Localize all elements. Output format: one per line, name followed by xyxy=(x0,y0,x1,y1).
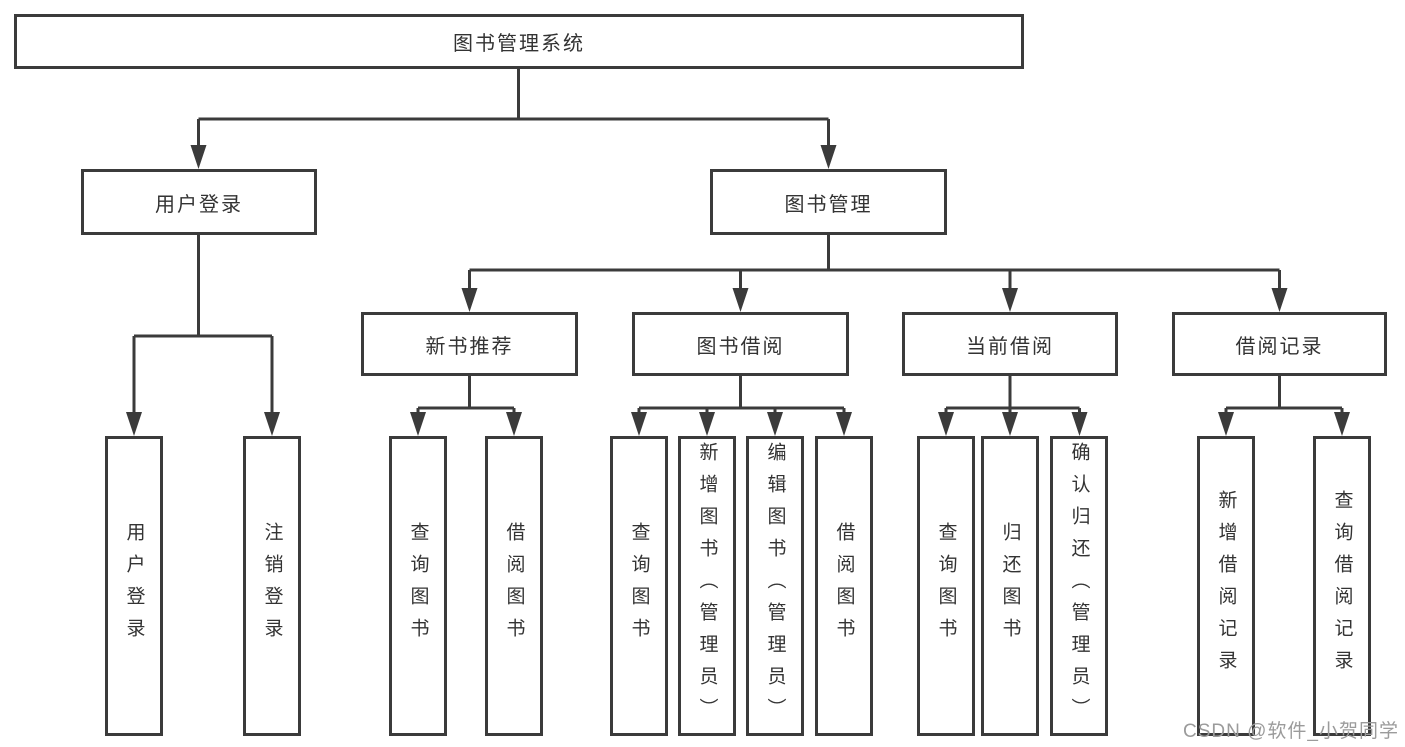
node-book-borrowing: 图书借阅 xyxy=(632,312,849,376)
leaf-borrow-edit-books-admin: 编辑图书（管理员） xyxy=(746,436,804,736)
node-current-borrowing-label: 当前借阅 xyxy=(966,335,1054,358)
arrowheads xyxy=(126,145,1350,436)
leaf-rec-borrow-books: 借阅图书 xyxy=(485,436,543,736)
leaf-rec-query-books: 查询图书 xyxy=(389,436,447,736)
node-borrowing-records: 借阅记录 xyxy=(1172,312,1387,376)
node-user-login-label: 用户登录 xyxy=(155,193,243,216)
leaf-current-query-books: 查询图书 xyxy=(917,436,975,736)
leaf-borrow-query-books-label: 查询图书 xyxy=(628,522,650,650)
node-borrowing-records-label: 借阅记录 xyxy=(1235,335,1324,358)
leaf-borrow-query-books: 查询图书 xyxy=(610,436,668,736)
node-root-label: 图书管理系统 xyxy=(453,33,585,55)
leaf-current-confirm-return-admin: 确认归还（管理员） xyxy=(1050,436,1108,736)
leaf-logout-label: 注销登录 xyxy=(261,522,283,650)
leaf-borrow-edit-books-admin-label: 编辑图书（管理员） xyxy=(764,442,786,730)
leaf-records-add-record: 新增借阅记录 xyxy=(1197,436,1255,736)
leaf-borrow-borrow-books: 借阅图书 xyxy=(815,436,873,736)
leaf-user-login-label: 用户登录 xyxy=(123,522,145,650)
node-current-borrowing: 当前借阅 xyxy=(902,312,1118,376)
leaf-borrow-borrow-books-label: 借阅图书 xyxy=(833,522,855,650)
node-book-borrowing-label: 图书借阅 xyxy=(696,335,785,358)
leaf-current-return-books: 归还图书 xyxy=(981,436,1039,736)
node-new-book-recommendation: 新书推荐 xyxy=(361,312,578,376)
node-user-login: 用户登录 xyxy=(81,169,317,235)
leaf-rec-query-books-label: 查询图书 xyxy=(407,522,429,650)
leaf-borrow-add-books-admin: 新增图书（管理员） xyxy=(678,436,736,736)
leaf-user-login: 用户登录 xyxy=(105,436,163,736)
leaf-current-query-books-label: 查询图书 xyxy=(935,522,957,650)
leaf-records-add-record-label: 新增借阅记录 xyxy=(1215,490,1237,682)
leaf-current-confirm-return-admin-label: 确认归还（管理员） xyxy=(1068,442,1090,730)
leaf-current-return-books-label: 归还图书 xyxy=(999,522,1021,650)
leaf-records-query-record-label: 查询借阅记录 xyxy=(1331,490,1353,682)
csdn-watermark: CSDN @软件_小贺同学 xyxy=(1183,721,1399,742)
node-book-management-label: 图书管理 xyxy=(784,193,873,216)
node-book-management: 图书管理 xyxy=(710,169,947,235)
leaf-rec-borrow-books-label: 借阅图书 xyxy=(503,522,525,650)
leaf-records-query-record: 查询借阅记录 xyxy=(1313,436,1371,736)
leaf-logout: 注销登录 xyxy=(243,436,301,736)
leaf-borrow-add-books-admin-label: 新增图书（管理员） xyxy=(696,442,718,730)
node-root: 图书管理系统 xyxy=(14,14,1024,69)
node-new-book-recommendation-label: 新书推荐 xyxy=(425,335,514,358)
